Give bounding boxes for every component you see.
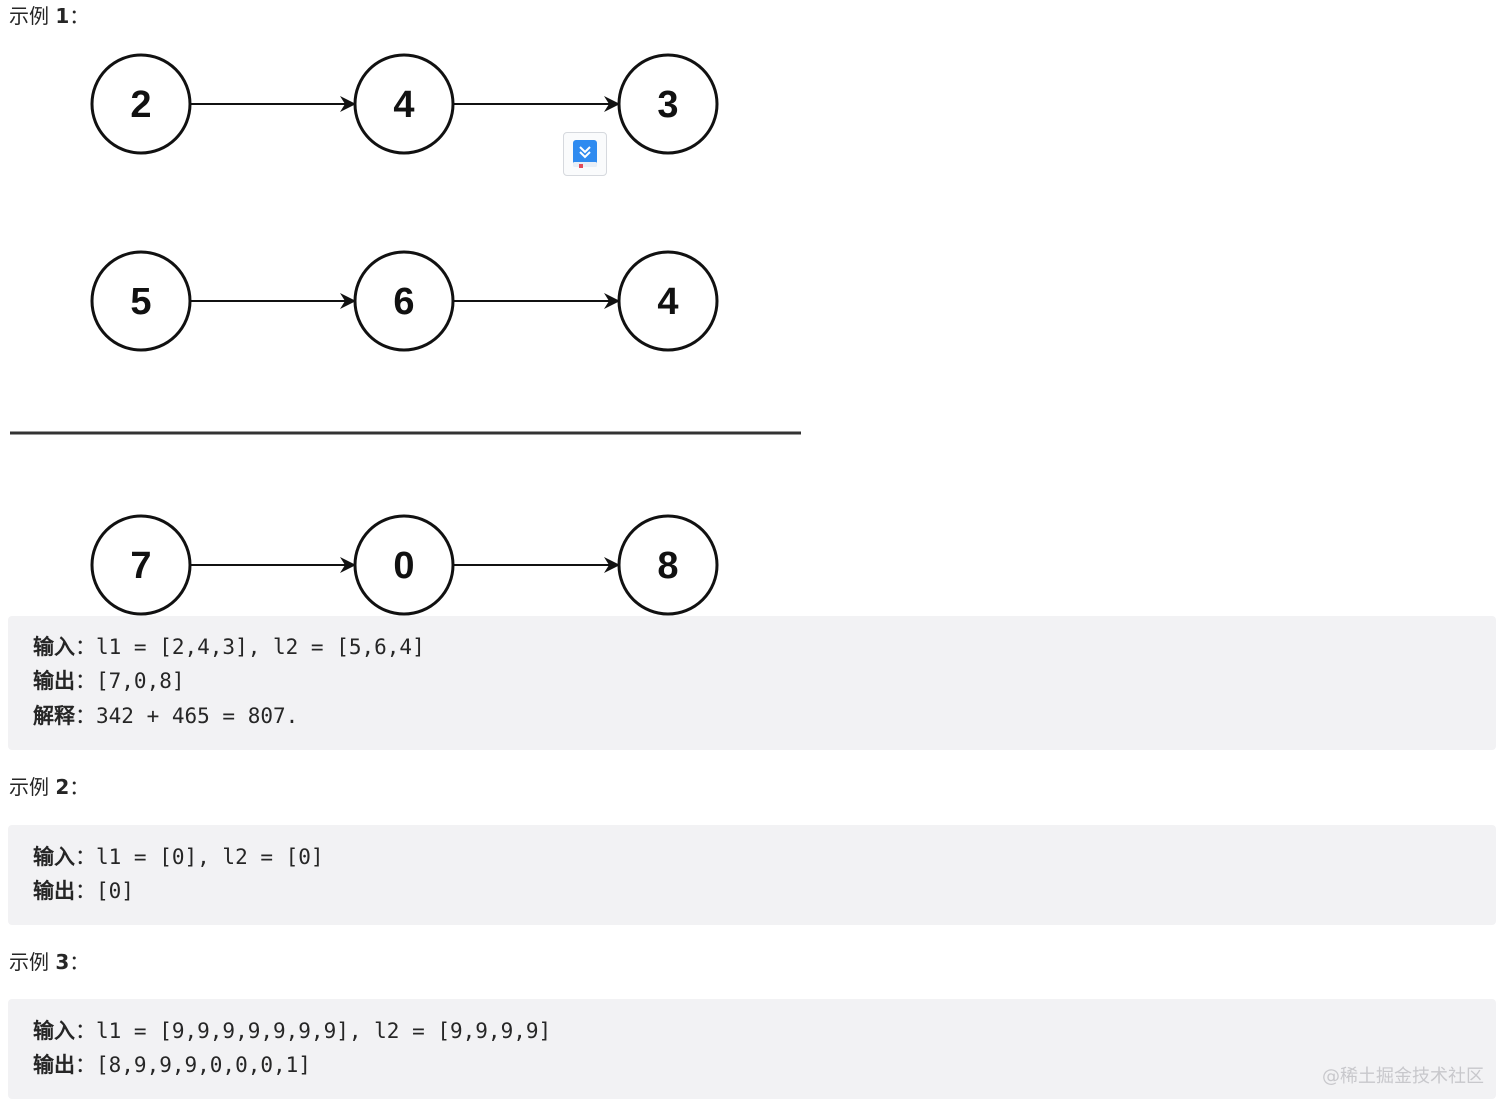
output-label: 输出 <box>33 879 75 903</box>
example-2-code-block: 输入：l1 = [0], l2 = [0] 输出：[0] <box>8 825 1496 925</box>
list-b-node-2 <box>353 250 455 352</box>
list-a-node-3 <box>617 53 719 155</box>
result-node-1 <box>90 514 192 616</box>
example-1-heading-prefix: 示例 <box>9 4 56 28</box>
output-label: 输出 <box>33 1053 75 1077</box>
list-b-node-3 <box>617 250 719 352</box>
list-a-node-value-3: 3 <box>657 84 678 126</box>
result-node-value-1: 7 <box>130 545 151 587</box>
output-label: 输出 <box>33 669 75 693</box>
list-b-node-value-2: 6 <box>393 281 414 323</box>
list-a-node-value-2: 4 <box>393 84 414 126</box>
result-node-3 <box>617 514 719 616</box>
output-value: ：[0] <box>75 879 134 903</box>
example-2-heading-prefix: 示例 <box>9 775 56 799</box>
input-label: 输入 <box>33 1019 75 1043</box>
example-3-heading-prefix: 示例 <box>9 950 56 974</box>
list-b-node-value-3: 4 <box>657 281 678 323</box>
example-2-output-line: 输出：[0] <box>33 876 134 906</box>
watermark-text: @稀土掘金技术社区 <box>1322 1066 1484 1087</box>
output-value: ：[7,0,8] <box>75 669 185 693</box>
input-value: ：l1 = [0], l2 = [0] <box>75 845 324 869</box>
example-3-heading: 示例 3： <box>9 948 89 976</box>
list-a-node-1 <box>90 53 192 155</box>
explain-value: ：342 + 465 = 807. <box>75 704 299 728</box>
list-b-node-value-1: 5 <box>130 281 151 323</box>
example-2-heading-num: 2 <box>55 775 70 799</box>
example-2-input-line: 输入：l1 = [0], l2 = [0] <box>33 842 324 872</box>
example-2-heading: 示例 2： <box>9 773 89 801</box>
example-2-heading-suffix: ： <box>69 775 90 799</box>
example-3-output-line: 输出：[8,9,9,9,0,0,0,1] <box>33 1050 311 1080</box>
result-node-value-2: 0 <box>393 545 414 587</box>
example-1-explain-line: 解释：342 + 465 = 807. <box>33 701 298 731</box>
input-value: ：l1 = [9,9,9,9,9,9,9], l2 = [9,9,9,9] <box>75 1019 552 1043</box>
example-1-heading-num: 1 <box>55 4 70 28</box>
list-a-node-value-1: 2 <box>130 84 151 126</box>
result-row: 7 0 8 <box>90 514 719 616</box>
input-label: 输入 <box>33 635 75 659</box>
example-1-input-line: 输入：l1 = [2,4,3], l2 = [5,6,4] <box>33 632 425 662</box>
list-b-node-1 <box>90 250 192 352</box>
input-label: 输入 <box>33 845 75 869</box>
example-1-heading: 示例 1： <box>9 2 89 30</box>
list-a-row: 2 4 3 <box>90 53 719 155</box>
output-value: ：[8,9,9,9,0,0,0,1] <box>75 1053 311 1077</box>
input-value: ：l1 = [2,4,3], l2 = [5,6,4] <box>75 635 425 659</box>
linked-list-diagram: 2 4 3 5 6 4 7 0 8 <box>10 53 801 616</box>
example-3-heading-num: 3 <box>55 950 70 974</box>
explain-label: 解释 <box>33 704 75 728</box>
example-1-output-line: 输出：[7,0,8] <box>33 666 185 696</box>
list-a-node-2 <box>353 53 455 155</box>
list-b-row: 5 6 4 <box>90 250 719 352</box>
result-node-value-3: 8 <box>657 545 678 587</box>
example-3-heading-suffix: ： <box>69 950 90 974</box>
result-node-2 <box>353 514 455 616</box>
book-download-icon[interactable] <box>563 132 607 176</box>
example-1-heading-suffix: ： <box>69 4 90 28</box>
example-3-input-line: 输入：l1 = [9,9,9,9,9,9,9], l2 = [9,9,9,9] <box>33 1016 551 1046</box>
example-3-code-block: 输入：l1 = [9,9,9,9,9,9,9], l2 = [9,9,9,9] … <box>8 999 1496 1099</box>
example-1-code-block: 输入：l1 = [2,4,3], l2 = [5,6,4] 输出：[7,0,8]… <box>8 616 1496 750</box>
